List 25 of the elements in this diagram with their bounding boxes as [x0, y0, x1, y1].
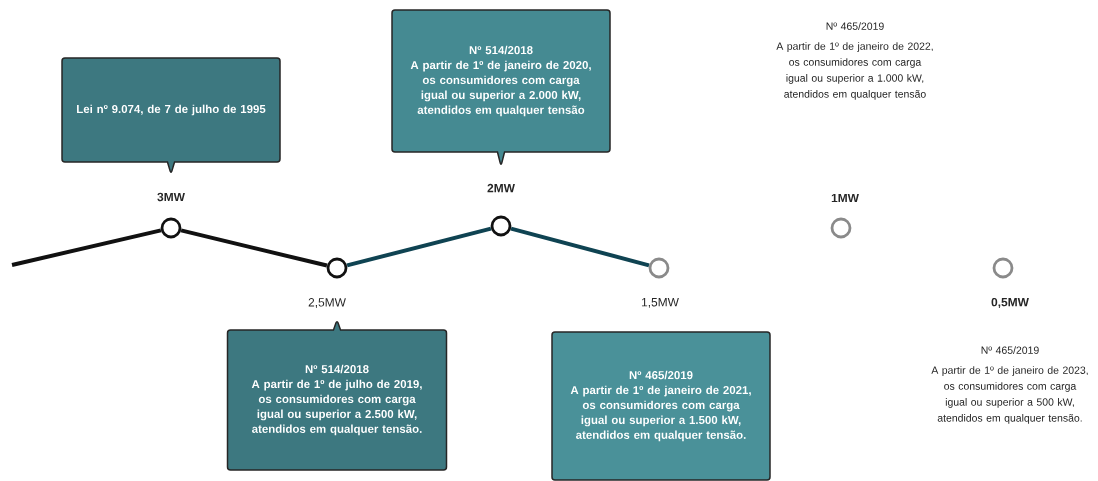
body-text: Lei nº 9.074, de 7 de julho de 1995 — [77, 104, 266, 116]
note-text: A partir de 1º de janeiro de 2023, os consumidores com carga igual ou superior a 500 kW, atendidos em qualquer tensão. — [931, 366, 1088, 424]
body-text: A partir de 1º de janeiro de 2020, os consumidores com carga igual ou superior a 2.000 kW, atendidos em qualquer tensão — [410, 60, 591, 117]
heading-text: Nº 514/2018 — [305, 364, 369, 374]
value-label: 0,5MW — [991, 297, 1029, 309]
callout-box — [551, 331, 771, 481]
value-label: 1MW — [831, 193, 859, 203]
heading-text: Nº 465/2019 — [629, 370, 693, 380]
callout-box — [61, 57, 281, 174]
value-label: 2,5MW — [308, 298, 346, 308]
heading-text: Nº 465/2019 — [826, 22, 884, 30]
heading-text: Nº 465/2019 — [981, 346, 1039, 354]
value-label: 2MW — [487, 183, 515, 193]
callout-box — [226, 320, 448, 471]
timeline-line — [11, 228, 162, 267]
callout-box — [391, 9, 611, 166]
body-text: A partir de 1º de janeiro de 2021, os consumidores com carga igual ou superior a 1.500 kW, atendidos em qualquer tensão. — [570, 385, 751, 442]
timeline-line — [180, 228, 328, 268]
value-label: 1,5MW — [642, 298, 679, 308]
note-text: A partir de 1º de janeiro de 2022, os consumidores com carga igual ou superior a 1.000 kW, atendidos em qualquer tensão — [776, 42, 933, 100]
timeline-line — [510, 226, 650, 268]
timeline-line — [346, 226, 492, 268]
heading-text: Nº 514/2018 — [469, 45, 533, 55]
value-label: 3MW — [157, 192, 185, 202]
body-text: A partir de 1º de julho de 2019, os consumidores com carga igual ou superior a 2.500 kW, atendidos em qualquer tensão. — [251, 379, 422, 436]
